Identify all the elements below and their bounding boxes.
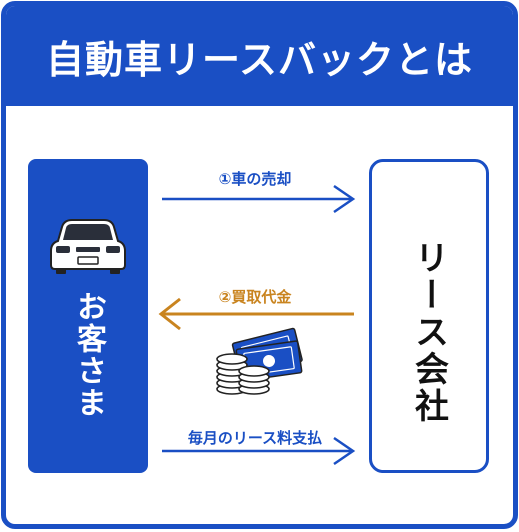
arrow-label-monthly: 毎月のリース料支払 bbox=[187, 429, 323, 447]
header-banner: 自動車リースバックとは bbox=[6, 6, 513, 106]
customer-box: お客さま bbox=[28, 159, 148, 473]
arrow-payment bbox=[158, 297, 354, 331]
customer-label: お客さま bbox=[71, 291, 106, 419]
header-title: 自動車リースバックとは bbox=[45, 37, 474, 82]
arrow-monthly bbox=[162, 436, 356, 466]
company-box: リース会社 bbox=[369, 159, 489, 473]
company-label: リース会社 bbox=[408, 240, 449, 425]
car-icon bbox=[50, 219, 126, 274]
money-icon bbox=[216, 327, 303, 395]
arrow-sale bbox=[162, 184, 356, 214]
arrow-label-sale: ①車の売却 bbox=[218, 170, 292, 188]
arrow-label-payment: ②買取代金 bbox=[218, 288, 292, 306]
